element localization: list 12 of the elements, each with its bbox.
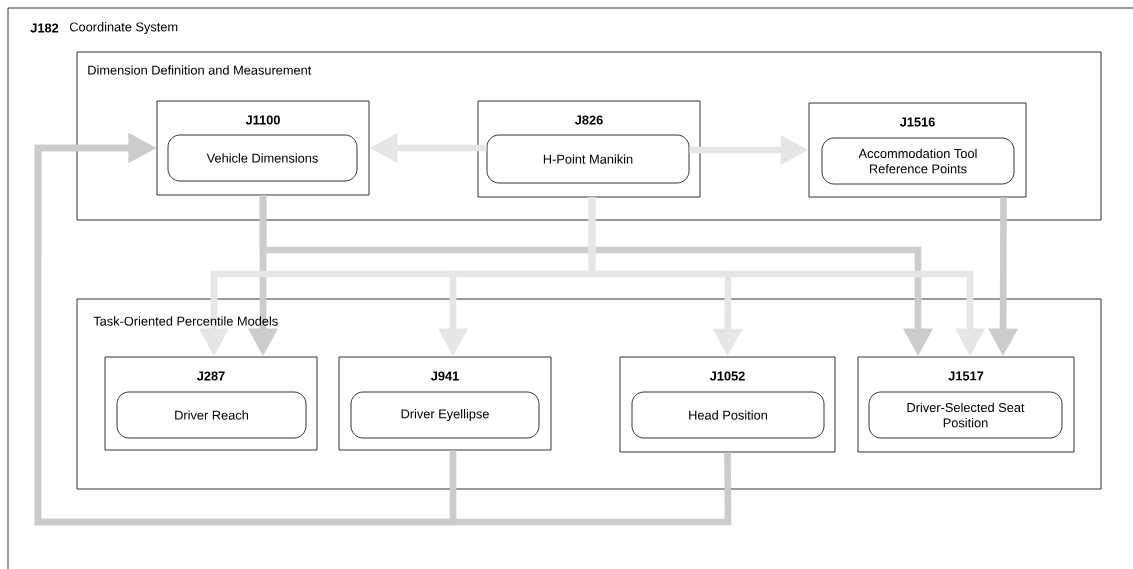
group-title: Dimension Definition and Measurement [88, 65, 312, 75]
group-box [76, 298, 1102, 490]
group-title: Task-Oriented Percentile Models [93, 316, 278, 326]
topic-box: Driver-Selected Seat Position [868, 391, 1063, 439]
topic-box: H-Point Manikin [486, 134, 690, 184]
topic-box: Accommodation Tool Reference Points [821, 137, 1015, 185]
topic-box: Driver Reach [116, 391, 307, 439]
arrow [34, 132, 732, 526]
group-box [76, 51, 1102, 221]
topic-box: Vehicle Dimensions [167, 134, 358, 182]
topic-box: Driver Eyellipse [350, 391, 540, 439]
topic-box: Head Position [631, 391, 825, 439]
